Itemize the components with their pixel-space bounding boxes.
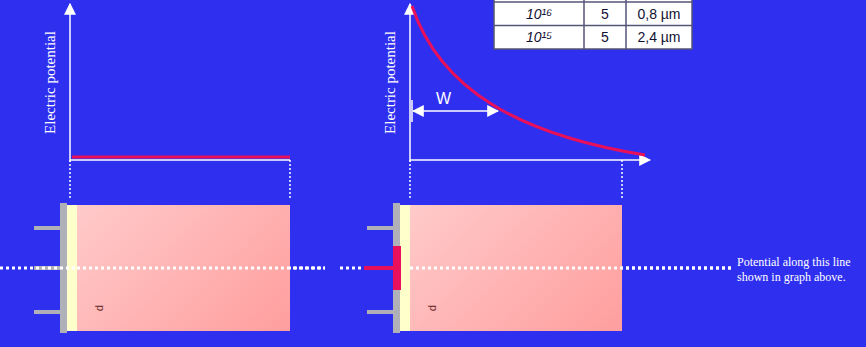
width-tick — [411, 100, 413, 122]
gate-lead — [367, 226, 394, 230]
x-axis — [410, 159, 650, 161]
mos-device — [340, 203, 732, 333]
gate-lead — [367, 310, 394, 314]
semiconductor-body: p — [410, 205, 622, 331]
table-rule — [494, 1, 692, 3]
cut-line — [410, 267, 732, 270]
table-cell: 5 — [584, 2, 626, 26]
guide-line — [289, 160, 291, 200]
gate-electrode — [393, 203, 400, 333]
potential-curve — [72, 156, 290, 159]
potential-graph — [70, 4, 290, 200]
guide-line — [69, 160, 71, 200]
y-axis — [409, 4, 411, 162]
gate-lead — [364, 266, 394, 270]
doping-label: p — [428, 305, 440, 311]
cut-line — [340, 267, 364, 270]
data-table — [494, 0, 692, 49]
axis-label: Electric potential — [42, 31, 59, 134]
potential-graph — [410, 4, 650, 200]
table-cell: 10¹⁵ — [494, 26, 584, 50]
cut-line — [77, 267, 325, 270]
table-rule — [583, 0, 585, 49]
cut-line-note: Potential along this line shown in graph… — [737, 255, 866, 285]
table-cell: 5 — [584, 26, 626, 50]
oxide-layer — [400, 205, 410, 331]
axis-label: Electric potential — [382, 31, 399, 134]
width-label: W — [436, 90, 451, 108]
potential-curve — [412, 6, 645, 155]
gate-lead — [34, 226, 61, 230]
table-cell: 0,8 µm — [626, 2, 692, 26]
biased-gate — [393, 246, 401, 290]
guide-line — [621, 160, 623, 200]
x-axis — [70, 159, 290, 161]
gate-lead — [34, 310, 61, 314]
guide-line — [409, 160, 411, 200]
semiconductor-body: p — [77, 205, 290, 331]
y-axis — [69, 4, 71, 162]
table-rule — [494, 25, 692, 27]
mos-device — [0, 203, 325, 333]
width-arrow — [413, 110, 498, 112]
table-cell: 2,4 µm — [626, 26, 692, 50]
doping-label: p — [95, 305, 107, 311]
table-rule — [625, 0, 627, 49]
table-body — [494, 0, 692, 49]
table-cell: 10¹⁶ — [494, 2, 584, 26]
